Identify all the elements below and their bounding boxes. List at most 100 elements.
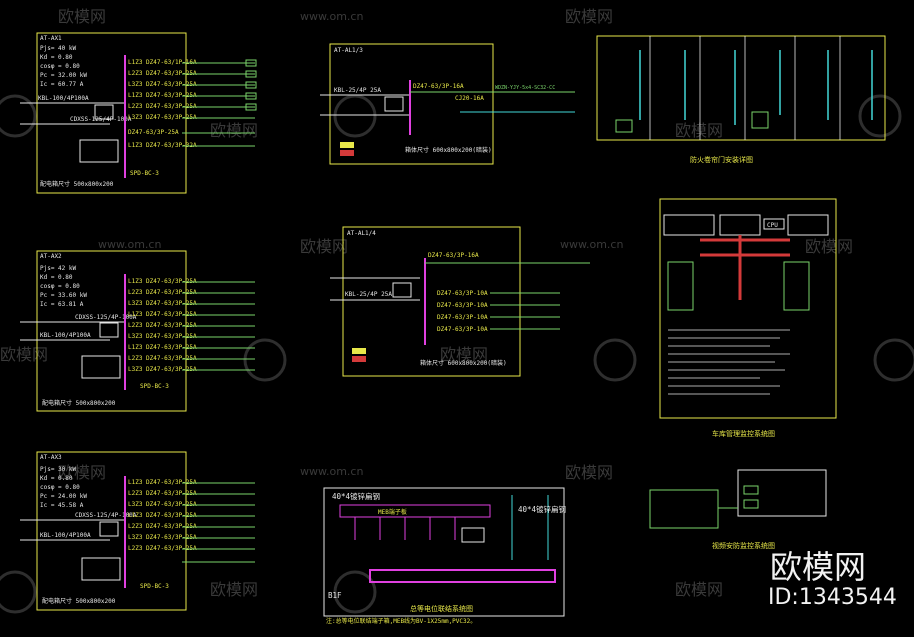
watermark-brand: 欧模网 (675, 121, 723, 140)
panel-ax2-title: AT-AX2 (40, 253, 62, 260)
panel-ax3-incoming: KBL-100/4P100A (40, 532, 91, 539)
panel-ax2-param: cosφ = 0.80 (40, 283, 80, 290)
watermark-brand: 欧模网 (210, 580, 258, 599)
video-caption: 视频安防监控系统图 (712, 541, 775, 550)
circuit-label: DZ47-63/3P-25A (128, 129, 179, 136)
watermark-url: www.om.cn (300, 10, 363, 23)
watermark-brand: 欧模网 (440, 345, 488, 364)
panel-ax3-param: Pjs= 30 kW (40, 466, 77, 473)
watermark-url: www.om.cn (300, 465, 363, 478)
panel-al3-contactor: CJ20-16A (455, 95, 484, 102)
watermark-brand: 欧模网 (565, 463, 613, 482)
circuit-label: L1Z3 DZ47-63/3P-25A (128, 311, 197, 318)
fire-door-detail: 防火卷帘门安装详图 (596, 35, 886, 164)
circuit-label: L1Z3 DZ47-63/3P-25A (128, 479, 197, 486)
access-control-caption: 车库管理监控系统图 (712, 429, 775, 438)
panel-al4-breaker: DZ47-63/3P-16A (428, 252, 479, 259)
panel-ax2-param: Ic = 63.81 A (40, 301, 84, 308)
circuit-label: L3Z3 DZ47-63/3P-25A (128, 501, 197, 508)
circuit-label: L1Z3 DZ47-63/3P-25A (128, 344, 197, 351)
watermark-brand: 欧模网 (58, 7, 106, 26)
bonding-bar-label: 40*4镀锌扁钢 (332, 491, 380, 501)
circuit-label: L3Z3 DZ47-63/3P-25A (128, 366, 197, 373)
circuit-label: L1Z3 DZ47-63/3P-25A (128, 278, 197, 285)
panel-ax1-incoming: KBL-100/4P100A (38, 95, 89, 102)
circuit-label: L1Z3 DZ47-63/3P-32A (128, 142, 197, 149)
circuit-label: L2Z3 DZ47-63/3P-25A (128, 70, 197, 77)
circuit-label: L2Z3 DZ47-63/3P-25A (128, 322, 197, 329)
panel-ax3-circuits: L1Z3 DZ47-63/3P-25A L2Z3 DZ47-63/3P-25A … (128, 479, 255, 563)
panel-ax2-circuits: L1Z3 DZ47-63/3P-25A L2Z3 DZ47-63/3P-25A … (128, 278, 255, 373)
panel-al4-breaker: DZ47-63/3P-10A (437, 326, 488, 333)
circuit-label: L3Z3 DZ47-63/3P-25A (128, 333, 197, 340)
panel-ax1-param: Pjs= 40 kW (40, 45, 77, 52)
access-control-diagram: CPU 车库管理监控系统图 (659, 198, 837, 438)
panel-ax3-param: cosφ = 0.80 (40, 484, 80, 491)
circuit-label: L2Z3 DZ47-63/3P-25A (128, 103, 197, 110)
circuit-label: L3Z3 DZ47-63/3P-25A (128, 300, 197, 307)
panel-ax1-title: AT-AX1 (40, 35, 62, 42)
circuit-label: L3Z3 DZ47-63/3P-25A (128, 114, 197, 121)
watermark-brand: 欧模网 (565, 7, 613, 26)
panel-ax1-param: cosφ = 0.80 (40, 63, 80, 70)
circuit-label: L2Z3 DZ47-63/3P-25A (128, 355, 197, 362)
watermark-brand: 欧模网 (58, 463, 106, 482)
panel-ax2-param: Kd = 0.80 (40, 274, 73, 281)
circuit-label: L2Z3 DZ47-63/3P-25A (128, 545, 197, 552)
panel-ax3-breaker: CDXSS-125/4P-100A (75, 512, 137, 519)
panel-ax2-spd: SPD-BC-3 (140, 383, 169, 390)
panel-al4: AT-AL1/4 KBL-25/4P 25A DZ47-63/3P-16A DZ… (330, 226, 590, 377)
panel-al4-incoming: KBL-25/4P 25A (345, 291, 392, 298)
panel-al4-breaker: DZ47-63/3P-10A (437, 302, 488, 309)
panel-ax3-title: AT-AX3 (40, 454, 62, 461)
meb-label: MEB端子板 (378, 508, 407, 516)
panel-ax3-note: 配电箱尺寸 500x800x200 (42, 597, 116, 605)
panel-al3-breaker: DZ47-63/3P-16A (413, 83, 464, 90)
panel-ax1-param: Pc = 32.00 kW (40, 72, 87, 79)
circuit-label: L1Z3 DZ47-63/3P-25A (128, 92, 197, 99)
video-diagram: 视频安防监控系统图 (649, 469, 827, 550)
panel-ax1-note: 配电箱尺寸 500x800x200 (40, 180, 114, 188)
panel-al4-breaker: DZ47-63/3P-10A (437, 290, 488, 297)
panel-al3-note: 箱体尺寸 600x800x200(暗装) (405, 146, 492, 154)
bonding-note: 注:总等电位联结端子箱,MEB线为BV-1X25mm,PVC32。 (326, 617, 476, 625)
panel-ax2-note: 配电箱尺寸 500x800x200 (42, 399, 116, 407)
panel-ax1-param: Kd = 0.80 (40, 54, 73, 61)
circuit-label: L2Z3 DZ47-63/3P-25A (128, 523, 197, 530)
fire-door-caption: 防火卷帘门安装详图 (690, 155, 753, 164)
bonding-bar-label-right: 40*4镀锌扁钢 (518, 504, 566, 514)
panel-ax1-spd: SPD-BC-3 (130, 170, 159, 177)
circuit-label: L2Z3 DZ47-63/3P-25A (128, 289, 197, 296)
panel-ax1-param: Ic = 60.77 A (40, 81, 84, 88)
panel-ax3-param: Kd = 0.80 (40, 475, 73, 482)
watermark-brand: 欧模网 (210, 121, 258, 140)
watermark-layer: 欧模网 www.om.cn 欧模网 欧模网 www.om.cn www.om.c… (0, 7, 914, 614)
panel-ax2: AT-AX2 Pjs= 42 kW Kd = 0.80 cosφ = 0.80 … (20, 250, 255, 412)
circuit-label: L3Z3 DZ47-63/3P-25A (128, 534, 197, 541)
watermark-brand: 欧模网 (300, 237, 348, 256)
panel-ax2-breaker: CDXSS-125/4P-100A (75, 314, 137, 321)
panel-al3: AT-AL1/3 KBL-25/4P 25A DZ47-63/3P-16A CJ… (320, 43, 575, 165)
cpu-label: CPU (767, 222, 778, 229)
panel-ax3-param: Pc = 24.00 kW (40, 493, 87, 500)
panel-ax1-circuits: L1Z3 DZ47-63/1P-16A L2Z3 DZ47-63/3P-25A … (128, 59, 257, 149)
watermark-logo: 欧模网 ID:1343544 (768, 548, 897, 610)
panel-ax3: AT-AX3 Pjs= 30 kW Kd = 0.80 cosφ = 0.80 … (20, 451, 255, 611)
watermark-brand: 欧模网 (805, 237, 853, 256)
watermark-brand: 欧模网 (0, 345, 48, 364)
panel-ax2-param: Pjs= 42 kW (40, 265, 77, 272)
circuit-label: L1Z3 DZ47-63/3P-25A (128, 512, 197, 519)
panel-al3-incoming: KBL-25/4P 25A (334, 87, 381, 94)
panel-ax1: AT-AX1 Pjs= 40 kW Kd = 0.80 cosφ = 0.80 … (20, 32, 257, 194)
panel-ax3-spd: SPD-BC-3 (140, 583, 169, 590)
bonding-diagram: 40*4镀锌扁钢 MEB端子板 40*4镀锌扁钢 B1F 总等电位联结系统图 注… (323, 487, 566, 625)
circuit-label: L1Z3 DZ47-63/1P-16A (128, 59, 197, 66)
panel-ax2-param: Pc = 33.60 kW (40, 292, 87, 299)
watermark-url: www.om.cn (560, 238, 623, 251)
bonding-caption: 总等电位联结系统图 (410, 604, 473, 613)
panel-al3-cable: WDZN-YJY-5x4-SC32-CC (495, 85, 555, 91)
panel-al3-title: AT-AL1/3 (334, 47, 363, 54)
panel-ax2-incoming: KBL-100/4P100A (40, 332, 91, 339)
watermark-url: www.om.cn (98, 238, 161, 251)
